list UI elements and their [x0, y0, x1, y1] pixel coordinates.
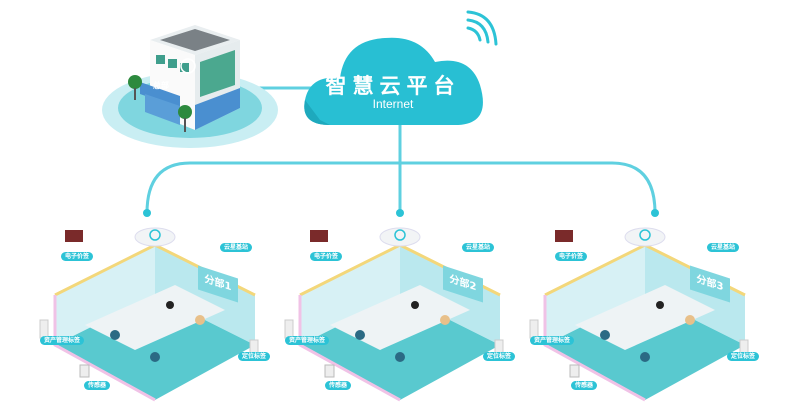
base-station-label: 云星基站 — [707, 243, 740, 252]
asset-tag-label: 资产管理标签 — [530, 336, 575, 345]
base-station-label: 云星基站 — [462, 243, 495, 252]
base-station-label: 云星基站 — [220, 243, 253, 252]
price-tag-label: 电子价签 — [555, 252, 588, 261]
location-tag-label: 定位标签 — [483, 352, 516, 361]
price-tag-label: 电子价签 — [61, 252, 94, 261]
asset-tag-label: 资产管理标签 — [285, 336, 330, 345]
sensor-label: 传感器 — [325, 381, 352, 390]
cloud-subtitle: Internet — [372, 97, 414, 111]
cloud-title: 智慧云平台 — [325, 74, 461, 98]
wifi-icon — [466, 10, 498, 46]
sensor-label: 传感器 — [571, 381, 598, 390]
price-tag-label: 电子价签 — [310, 252, 343, 261]
asset-tag-label: 资产管理标签 — [40, 336, 85, 345]
location-tag-label: 定位标签 — [238, 352, 271, 361]
hq-sign: 总部 — [153, 81, 169, 90]
location-tag-label: 定位标签 — [727, 352, 760, 361]
sensor-label: 传感器 — [84, 381, 111, 390]
